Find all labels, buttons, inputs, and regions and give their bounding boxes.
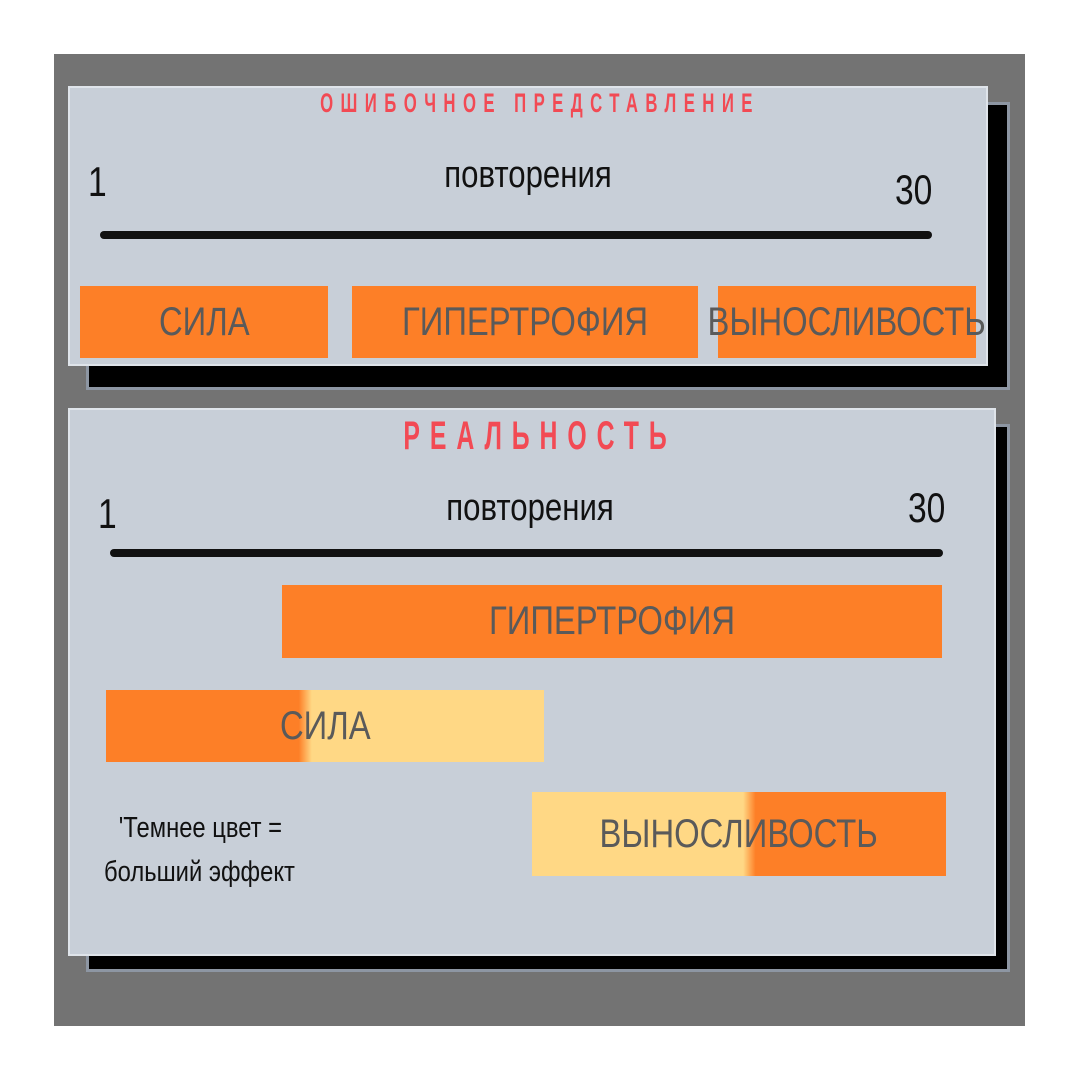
- reality-endurance-bar: ВЫНОСЛИВОСТЬ: [532, 792, 946, 876]
- reality-strength-bar: СИЛА: [106, 690, 544, 762]
- reality-endurance-label: ВЫНОСЛИВОСТЬ: [599, 811, 879, 856]
- reality-axis-label: повторения: [446, 487, 614, 529]
- misconception-hypertrophy-label: ГИПЕРТРОФИЯ: [401, 299, 649, 344]
- reality-range-max: 30: [908, 484, 946, 531]
- reality-axis-line: [110, 549, 943, 557]
- misconception-axis-label: повторения: [444, 154, 612, 196]
- misconception-hypertrophy-bar: ГИПЕРТРОФИЯ: [352, 286, 698, 358]
- misconception-strength-label: СИЛА: [158, 299, 250, 344]
- misconception-range-min: 1: [88, 158, 107, 205]
- reality-strength-label: СИЛА: [279, 703, 371, 748]
- reality-hypertrophy-bar: ГИПЕРТРОФИЯ: [282, 585, 942, 658]
- legend-note-line2: больший эффект: [104, 856, 295, 888]
- reality-hypertrophy-label: ГИПЕРТРОФИЯ: [488, 599, 736, 643]
- legend-note: 'Темнее цвет = больший эффект: [104, 806, 295, 894]
- misconception-endurance-label: ВЫНОСЛИВОСТЬ: [707, 299, 987, 344]
- legend-note-line1: 'Темнее цвет =: [118, 812, 283, 844]
- reality-range-min: 1: [98, 490, 117, 537]
- misconception-endurance-bar: ВЫНОСЛИВОСТЬ: [708, 286, 986, 358]
- reality-title: Реальность: [403, 414, 677, 458]
- misconception-strength-bar: СИЛА: [80, 286, 328, 358]
- misconception-range-max: 30: [895, 166, 933, 213]
- misconception-axis-line: [100, 231, 932, 239]
- misconception-title: Ошибочное представление: [320, 88, 760, 118]
